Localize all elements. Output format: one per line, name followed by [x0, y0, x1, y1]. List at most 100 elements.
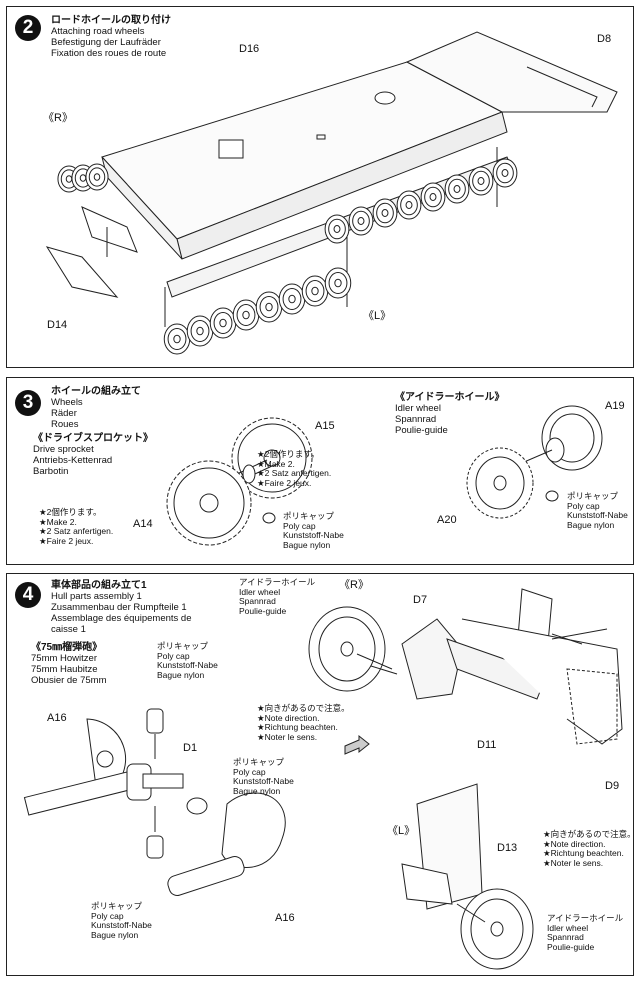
- road-wheel: [453, 185, 461, 193]
- idler-caption-top: アイドラーホイール Idler wheel Spannrad Poulie-gu…: [239, 577, 316, 616]
- polycap-de: Kunststoff-Nabe: [283, 530, 344, 540]
- polycap-jp: ポリキャップ: [91, 901, 143, 911]
- howitzer-fr: Obusier de 75mm: [31, 675, 107, 686]
- part-label-a16-top: A16: [47, 712, 67, 724]
- polycap-en: Poly cap: [233, 766, 266, 777]
- idler-de: Spannrad: [395, 414, 437, 425]
- hull-assembly-illustration: [23, 588, 623, 970]
- polycap-jp: ポリキャップ: [283, 511, 335, 521]
- idler-jp: 《アイドラーホイール》: [395, 392, 505, 403]
- make-two-note-left: ★2個作ります。 ★Make 2. ★2 Satz anfertigen. ★F…: [39, 507, 113, 546]
- idler-caption: 《アイドラーホイール》 Idler wheel Spannrad Poulie-…: [395, 392, 505, 436]
- step-title-en: Hull parts assembly 1: [51, 591, 142, 602]
- part-label-d14: D14: [47, 319, 68, 331]
- part-label-d1: D1: [183, 742, 198, 754]
- note-de: ★Richtung beachten.: [257, 722, 338, 732]
- howitzer-jp: 《75㎜榴弾砲》: [31, 642, 103, 653]
- step-title-jp: 車体部品の組み立て1: [51, 580, 147, 591]
- howitzer-en: 75mm Howitzer: [31, 653, 97, 664]
- step-title-jp: ロードホイールの取り付け: [51, 15, 171, 26]
- road-wheel: [93, 173, 101, 181]
- howitzer-de: 75mm Haubitze: [31, 664, 98, 675]
- step-number-badge: 3: [15, 390, 41, 416]
- note-en: ★Note direction.: [257, 712, 320, 723]
- sprocket-fr: Barbotin: [33, 466, 69, 477]
- sprocket-en: Drive sprocket: [33, 444, 94, 455]
- part-label-d7: D7: [413, 594, 428, 606]
- polycap-en: Poly cap: [157, 650, 190, 661]
- polycap-de: Kunststoff-Nabe: [157, 660, 218, 670]
- road-wheel: [173, 334, 181, 344]
- part-label-a19: A19: [605, 400, 625, 412]
- sprocket-caption: 《ドライブスプロケット》 Drive sprocket Antriebs-Ket…: [33, 433, 153, 477]
- side-label-left: 《L》: [387, 825, 416, 837]
- step-title-fr-2: caisse 1: [51, 624, 86, 635]
- part-label-d11: D11: [477, 739, 497, 751]
- direction-note-top: ★向きがあるので注意。 ★Note direction. ★Richtung b…: [257, 703, 350, 742]
- step-title-de: Befestigung der Laufräder: [51, 37, 161, 48]
- note-en: ★Make 2.: [257, 458, 295, 469]
- step-number-badge: 4: [15, 582, 41, 608]
- note-de: ★2 Satz anfertigen.: [257, 468, 332, 478]
- road-wheel: [79, 174, 87, 182]
- note-jp: ★向きがあるので注意。: [543, 829, 636, 839]
- step-title-jp: ホイールの組み立て: [51, 386, 141, 397]
- polycap-de: Kunststoff-Nabe: [567, 510, 628, 520]
- part-label-d16: D16: [239, 43, 260, 55]
- polycap-fr: Bague nylon: [283, 539, 331, 550]
- note-en: ★Note direction.: [543, 838, 606, 849]
- polycap-fr: Bague nylon: [157, 669, 205, 680]
- polycap-caption-left: ポリキャップ Poly cap Kunststoff-Nabe Bague ny…: [283, 511, 344, 550]
- side-label-right: 《R》: [339, 579, 369, 591]
- polycap-caption-b: ポリキャップ Poly cap Kunststoff-Nabe Bague ny…: [233, 757, 294, 796]
- note-fr: ★Noter le sens.: [257, 731, 318, 742]
- step-3-panel: 3 ホイールの組み立て Wheels Räder Roues 《ドライブスプロケ…: [6, 377, 634, 565]
- idler-jp: アイドラーホイール: [239, 577, 316, 587]
- side-label-right: 《R》: [43, 112, 73, 124]
- road-wheel: [333, 225, 341, 233]
- polycap-fr: Bague nylon: [567, 519, 615, 530]
- idler-en: Idler wheel: [239, 586, 281, 597]
- sprocket-jp: 《ドライブスプロケット》: [33, 433, 153, 444]
- side-label-left: 《L》: [363, 310, 392, 322]
- road-wheel: [65, 175, 73, 183]
- note-jp: ★2個作ります。: [39, 507, 102, 517]
- road-wheel: [311, 286, 319, 296]
- road-wheel: [265, 302, 273, 312]
- polycap-caption-c: ポリキャップ Poly cap Kunststoff-Nabe Bague ny…: [91, 901, 152, 940]
- idler-fr: Poulie-guide: [239, 605, 287, 616]
- step-title-fr: Roues: [51, 419, 79, 430]
- note-jp: ★向きがあるので注意。: [257, 703, 350, 713]
- part-label-d13: D13: [497, 842, 518, 854]
- polycap-caption-a: ポリキャップ Poly cap Kunststoff-Nabe Bague ny…: [157, 641, 218, 680]
- step-title-de: Zusammenbau der Rumpfteile 1: [51, 602, 187, 613]
- step-4-panel: 4 車体部品の組み立て1 Hull parts assembly 1 Zusam…: [6, 573, 636, 976]
- idler-fr: Poulie-guide: [547, 941, 595, 952]
- idler-de: Spannrad: [547, 932, 584, 942]
- part-label-a14: A14: [133, 518, 153, 530]
- note-en: ★Make 2.: [39, 516, 77, 527]
- road-wheel: [357, 217, 365, 225]
- part-label-d9: D9: [605, 780, 620, 792]
- road-wheel: [429, 193, 437, 201]
- step-title-en: Attaching road wheels: [51, 26, 145, 37]
- note-fr: ★Faire 2 jeux.: [257, 477, 312, 488]
- road-wheel: [334, 278, 342, 288]
- part-label-d8: D8: [597, 33, 612, 45]
- polycap-fr: Bague nylon: [233, 785, 281, 796]
- road-wheel: [381, 209, 389, 217]
- polycap-jp: ポリキャップ: [157, 641, 209, 651]
- polycap-fr: Bague nylon: [91, 929, 139, 940]
- step-number-badge: 2: [15, 15, 41, 41]
- direction-note-bottom: ★向きがあるので注意。 ★Note direction. ★Richtung b…: [543, 829, 636, 868]
- road-wheel: [405, 201, 413, 209]
- step-title-en: Wheels: [51, 397, 83, 408]
- idler-de: Spannrad: [239, 596, 276, 606]
- polycap-en: Poly cap: [91, 910, 124, 921]
- make-two-note-right: ★2個作ります。 ★Make 2. ★2 Satz anfertigen. ★F…: [257, 449, 332, 488]
- road-wheels-illustration: [45, 31, 618, 355]
- polycap-jp: ポリキャップ: [567, 491, 619, 501]
- polycap-caption-right: ポリキャップ Poly cap Kunststoff-Nabe Bague ny…: [567, 491, 628, 530]
- wheels-assembly-illustration: [166, 405, 603, 546]
- idler-caption-bottom: アイドラーホイール Idler wheel Spannrad Poulie-gu…: [547, 913, 623, 952]
